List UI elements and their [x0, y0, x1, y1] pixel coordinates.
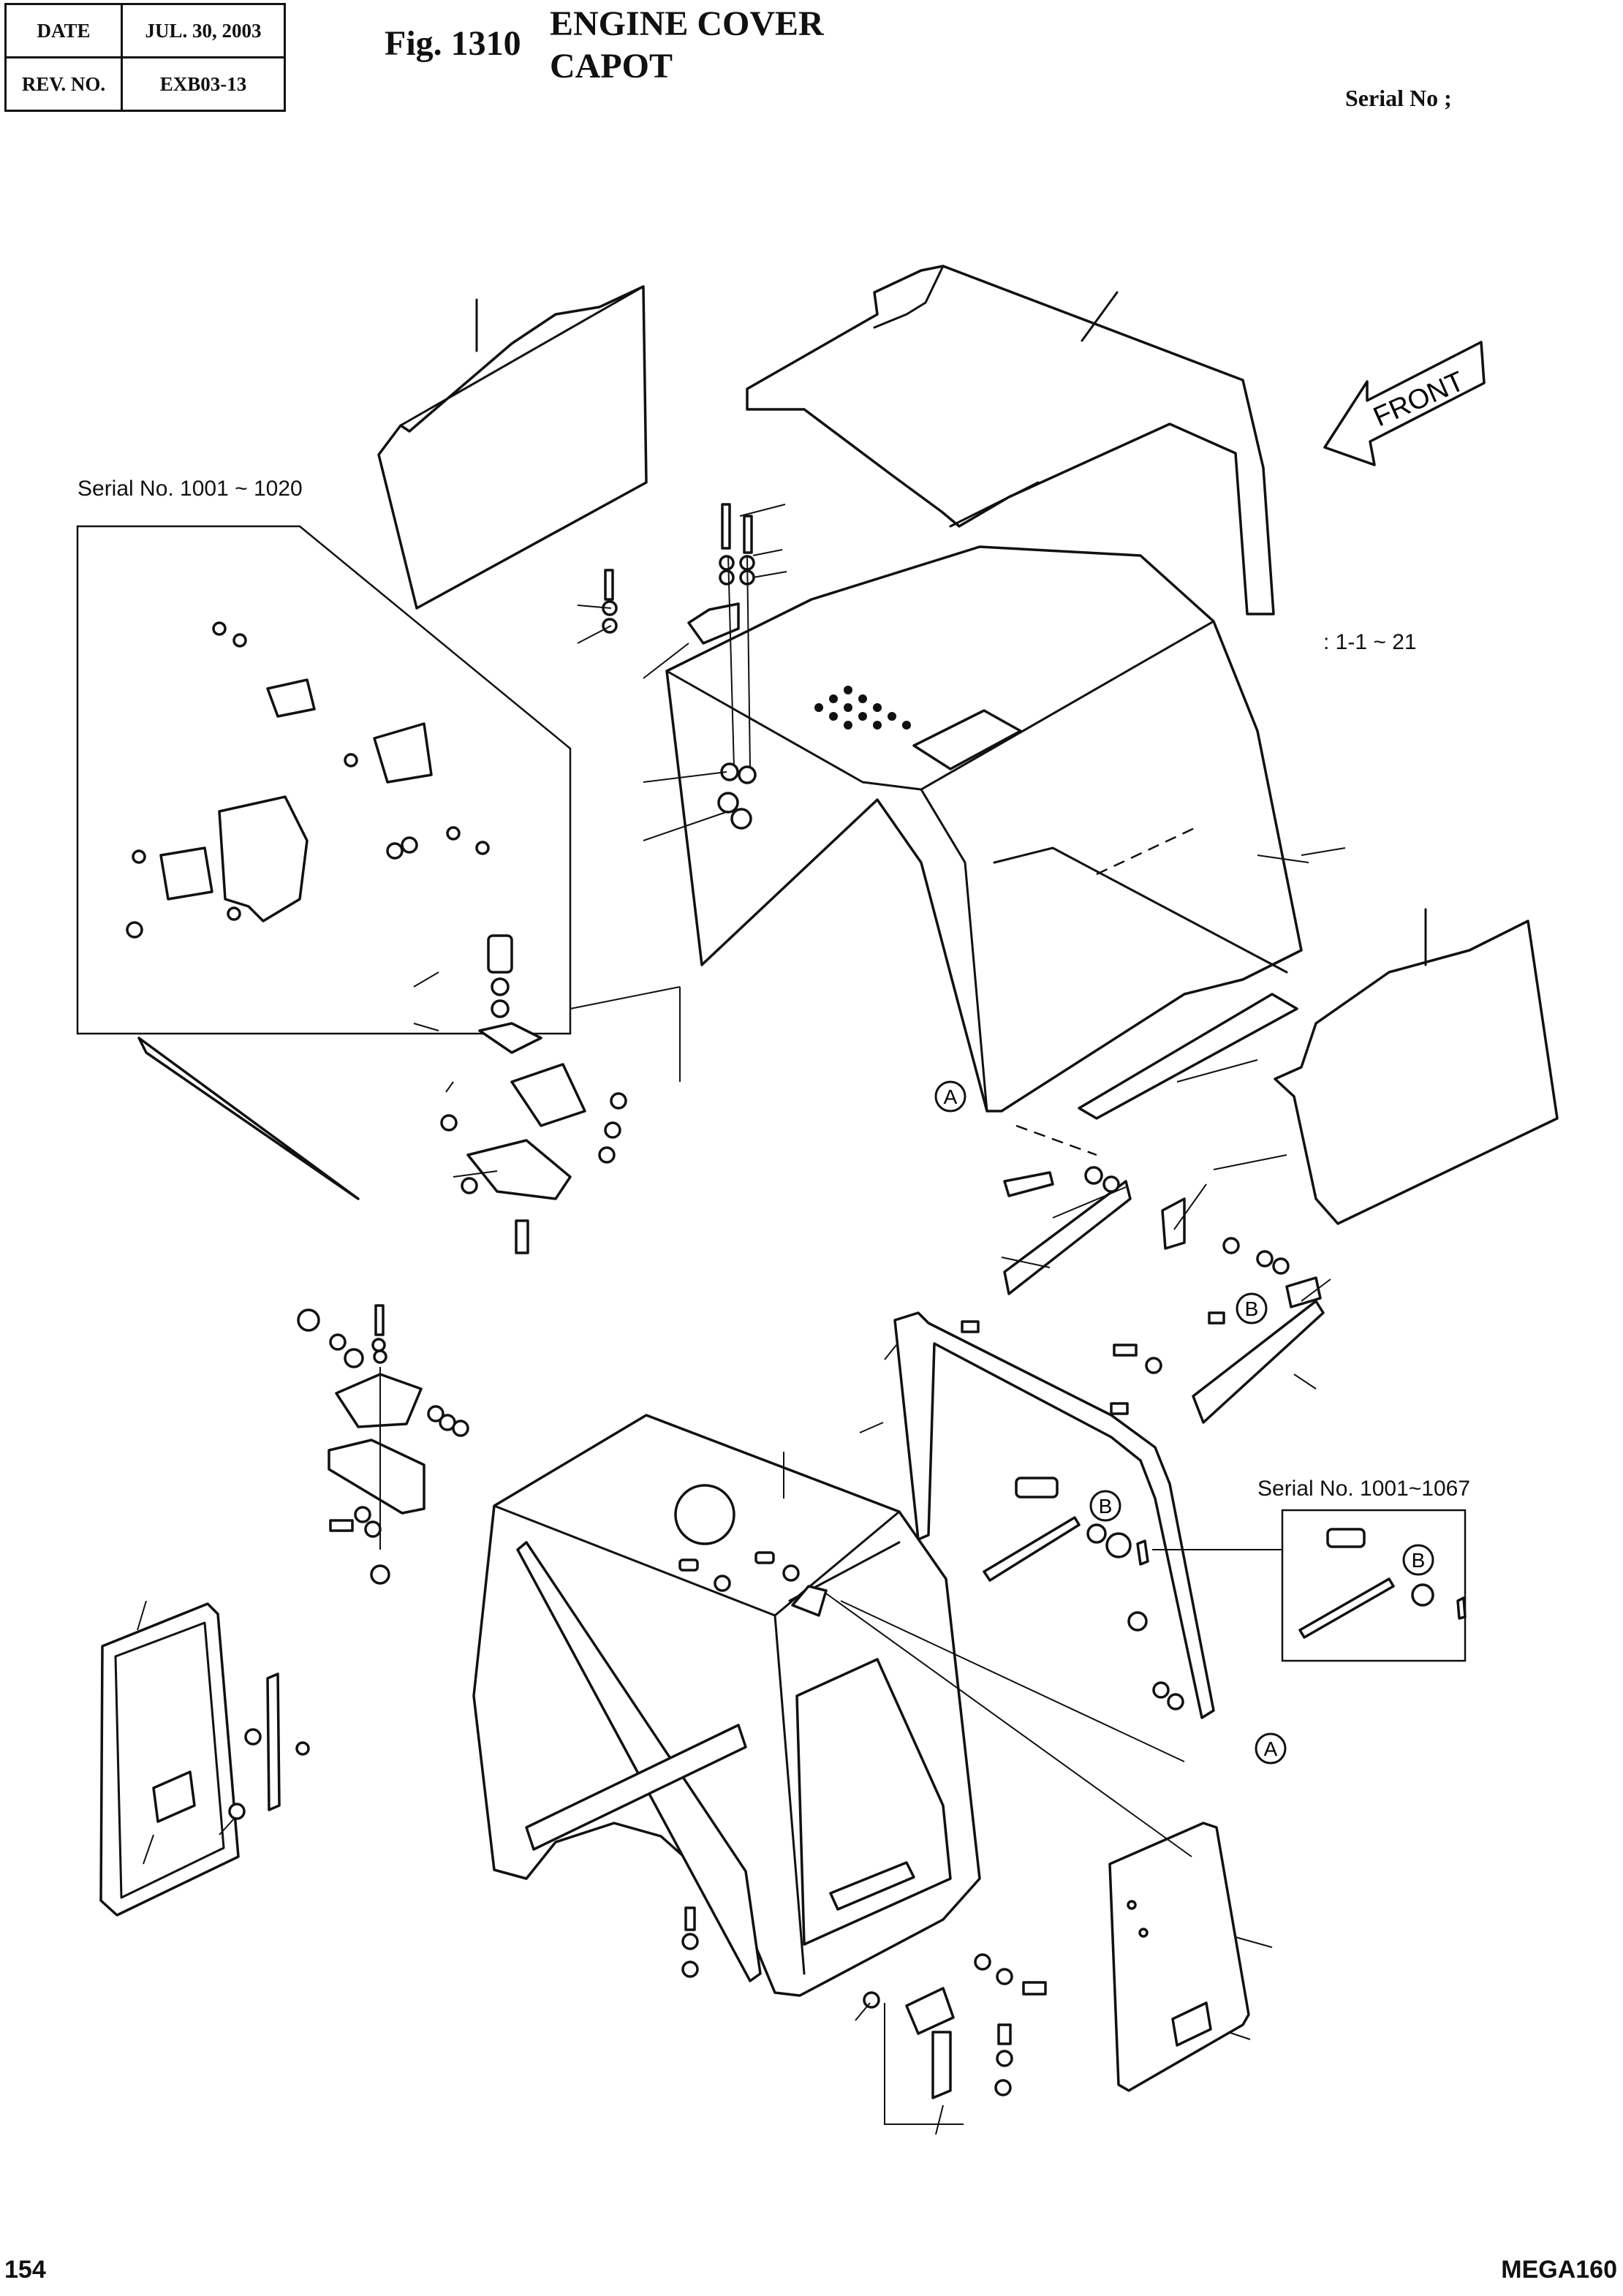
callout-a-lower-label: A [1264, 1738, 1278, 1760]
hood-cover [665, 545, 1303, 1120]
note-serial-1001-1067: Serial No. 1001~1067 [1257, 1477, 1471, 1501]
hinge-pin [983, 1477, 1184, 1710]
front-direction-arrow: FRONT [1323, 341, 1486, 466]
top-cover [746, 265, 1275, 615]
serial-number-label: Serial No ; [1345, 85, 1452, 111]
callout-b-pin: B [1089, 1490, 1121, 1522]
title-english: ENGINE COVER [550, 4, 824, 43]
callout-b-inset: B [1402, 1544, 1434, 1576]
note-serial-1001-1020: Serial No. 1001 ~ 1020 [77, 477, 303, 501]
cover-hardware [678, 1551, 828, 1617]
rev-label: REV. NO. [4, 56, 123, 112]
door-lower-right [1108, 1822, 1250, 2092]
date-label: DATE [4, 3, 123, 58]
latch-assembly [440, 934, 627, 1254]
revision-table: DATE JUL. 30, 2003 REV. NO. EXB03-13 [4, 3, 286, 112]
model-name: MEGA160 [1501, 2256, 1617, 2284]
side-panel-upper-right [1274, 908, 1559, 1225]
callout-a-lower: A [1255, 1732, 1287, 1765]
callout-b-inset-label: B [1412, 1549, 1426, 1572]
title-french: CAPOT [550, 47, 673, 86]
note-part-range: : 1-1 ~ 21 [1323, 630, 1417, 654]
bracket-hardware-left [297, 1304, 469, 1585]
bottom-brackets [681, 1906, 1047, 2125]
hinge-hardware [602, 503, 757, 830]
side-panel-upper-left [377, 285, 648, 610]
callout-a-upper: A [934, 1080, 966, 1113]
cover-frame [893, 1311, 1215, 1719]
callout-b-pin-label: B [1099, 1495, 1113, 1518]
figure-number: Fig. 1310 [385, 24, 521, 63]
date-value: JUL. 30, 2003 [121, 3, 286, 58]
mid-brackets [1003, 1166, 1325, 1424]
callout-b-upper-label: B [1245, 1297, 1259, 1320]
inset-serial-1001-1020 [76, 525, 681, 1200]
door-lower-left [99, 1602, 310, 1917]
page-number: 154 [4, 2256, 46, 2284]
figure-title: ENGINE COVER CAPOT [550, 3, 824, 88]
vent-grille [814, 686, 911, 730]
callout-a-upper-label: A [944, 1086, 958, 1108]
rev-value: EXB03-13 [121, 56, 286, 112]
lower-engine-cover [472, 1414, 981, 1997]
leader-lines [137, 504, 1346, 2135]
inset-serial-1001-1067 [1152, 1509, 1467, 1662]
callout-b-upper: B [1236, 1292, 1268, 1325]
